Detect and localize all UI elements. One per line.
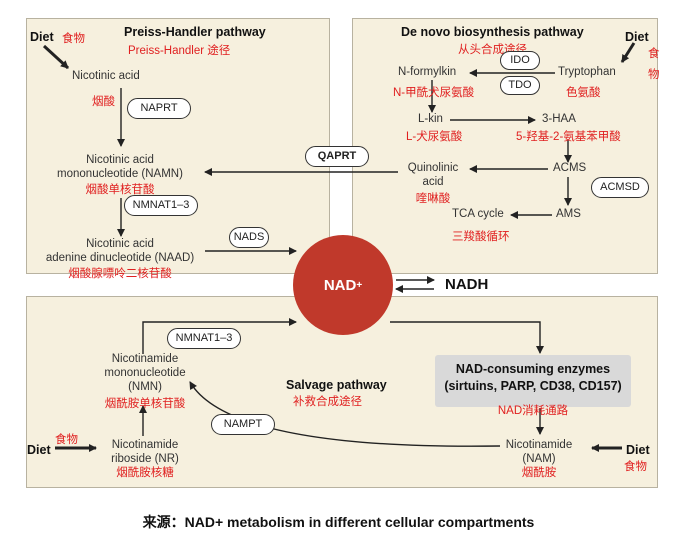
preiss-diet-cn: 食物 — [62, 33, 85, 45]
nad-plus-node: NAD+ — [293, 235, 393, 335]
tryptophan-cn: 色氨酸 — [566, 87, 601, 99]
naad-cn: 烟酸腺嘌呤二核苷酸 — [68, 268, 172, 280]
preiss-diet-label: Diet — [30, 30, 54, 44]
nmnat-enzyme-top: NMNAT1–3 — [124, 195, 198, 216]
naprt-enzyme: NAPRT — [127, 98, 191, 119]
nmn-line3: (NMN) — [128, 381, 162, 393]
nampt-enzyme: NAMPT — [211, 414, 275, 435]
ams-label: AMS — [556, 208, 581, 220]
qaprt-enzyme: QAPRT — [305, 146, 369, 167]
salvage-diet-left-cn: 食物 — [55, 434, 78, 446]
nam-cn: 烟酰胺 — [521, 467, 557, 479]
nadh-label: NADH — [445, 276, 489, 293]
arrow-diet-na — [42, 44, 70, 70]
namn-line2: mononucleotide (NAMN) — [57, 168, 183, 180]
preiss-title-cn: Preiss-Handler 途径 — [128, 45, 231, 57]
nam-line2: (NAM) — [522, 453, 556, 465]
nr-cn: 烟酰胺核糖 — [116, 467, 174, 479]
nmn-cn: 烟酰胺单核苷酸 — [104, 398, 186, 410]
nmnat-enzyme-bottom: NMNAT1–3 — [167, 328, 241, 349]
naad-line2: adenine dinucleotide (NAAD) — [45, 252, 195, 264]
tryptophan-label: Tryptophan — [558, 66, 616, 78]
nad-consuming-enzymes-box: NAD-consuming enzymes (sirtuins, PARP, C… — [435, 355, 631, 407]
arrow-nmn-nad — [142, 318, 297, 354]
nad-label: NAD — [323, 276, 357, 294]
arrow-nam-nmn — [189, 381, 501, 447]
salvage-title: Salvage pathway — [286, 378, 387, 392]
consume-cn: NAD消耗通路 — [497, 405, 569, 417]
salvage-diet-right: Diet — [626, 443, 650, 457]
acmsd-enzyme: ACMSD — [591, 177, 649, 198]
denovo-title: De novo biosynthesis pathway — [401, 25, 584, 39]
nicotinic-acid-cn: 烟酸 — [92, 96, 115, 108]
denovo-diet-label: Diet — [625, 30, 649, 44]
consume-line2: (sirtuins, PARP, CD38, CD157) — [444, 379, 622, 393]
nformylkin-label: N-formylkin — [398, 66, 457, 78]
nicotinic-acid-label: Nicotinic acid — [72, 70, 140, 82]
nmn-line1: Nicotinamide — [111, 353, 179, 365]
preiss-handler-panel — [26, 18, 330, 274]
nr-line1: Nicotinamide — [111, 439, 179, 451]
lkin-label: L-kin — [418, 113, 443, 125]
nmn-line2: mononucleotide — [104, 367, 186, 379]
tca-label: TCA cycle — [452, 208, 504, 220]
salvage-diet-left: Diet — [27, 443, 51, 457]
namn-cn: 烟酸单核苷酸 — [85, 184, 155, 196]
quinolinic-line2: acid — [422, 176, 444, 188]
consume-line1: NAD-consuming enzymes — [455, 362, 611, 376]
figure-caption: 来源：NAD+ metabolism in different cellular… — [142, 514, 535, 530]
ido-enzyme: IDO — [500, 51, 540, 70]
lkin-cn: L-犬尿氨酸 — [406, 131, 463, 143]
quinolinic-cn: 喹啉酸 — [415, 193, 451, 205]
arrow-nad-consume — [390, 321, 544, 354]
naad-line1: Nicotinic acid — [86, 238, 154, 250]
nad-superscript: + — [356, 279, 363, 291]
nam-line1: Nicotinamide — [505, 439, 573, 451]
salvage-title-cn: 补救合成途径 — [293, 396, 362, 408]
denovo-diet-cn-2: 物 — [648, 69, 660, 81]
preiss-title: Preiss-Handler pathway — [124, 25, 266, 39]
haa-cn: 5-羟基-2-氨基苯甲酸 — [516, 131, 621, 143]
nr-line2: riboside (NR) — [111, 453, 179, 465]
tdo-enzyme: TDO — [500, 76, 540, 95]
acms-label: ACMS — [553, 162, 587, 174]
salvage-diet-right-cn: 食物 — [624, 461, 647, 473]
haa-label: 3-HAA — [542, 113, 576, 125]
nads-enzyme: NADS — [229, 227, 269, 248]
namn-line1: Nicotinic acid — [86, 154, 154, 166]
tca-cn: 三羧酸循环 — [452, 231, 510, 243]
quinolinic-line1: Quinolinic — [407, 162, 459, 174]
denovo-diet-cn-1: 食 — [648, 48, 660, 60]
arrow-diet-trp — [620, 42, 636, 63]
nformylkin-cn: N-甲酰犬尿氨酸 — [393, 87, 475, 99]
